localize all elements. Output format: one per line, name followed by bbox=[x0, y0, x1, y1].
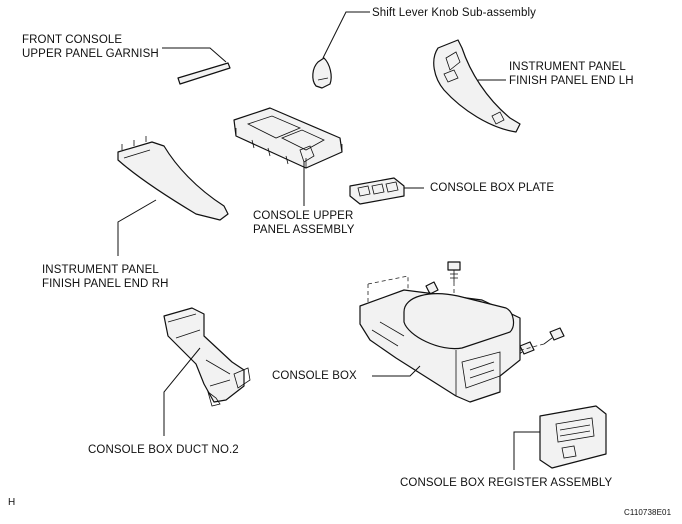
mounting-screws bbox=[423, 261, 565, 359]
label-line: PANEL ASSEMBLY bbox=[253, 224, 355, 236]
label-line: INSTRUMENT PANEL bbox=[509, 61, 626, 73]
finish-panel-end-lh-part bbox=[433, 39, 521, 133]
shift-knob-part bbox=[312, 11, 370, 89]
corner-letter: H bbox=[8, 497, 16, 508]
label-line: CONSOLE UPPER bbox=[253, 210, 354, 222]
label-line: FRONT CONSOLE bbox=[22, 34, 123, 46]
label-shift-knob: Shift Lever Knob Sub-assembly bbox=[372, 7, 536, 19]
console-box-duct-part bbox=[163, 307, 251, 436]
label-line: FINISH PANEL END RH bbox=[42, 278, 169, 290]
console-box-part bbox=[359, 289, 521, 403]
label-console-box: CONSOLE BOX bbox=[272, 370, 357, 382]
label-console-box-register: CONSOLE BOX REGISTER ASSEMBLY bbox=[400, 477, 613, 489]
label-console-box-duct: CONSOLE BOX DUCT NO.2 bbox=[88, 444, 239, 456]
label-inst-panel-rh: INSTRUMENT PANEL FINISH PANEL END RH bbox=[42, 263, 169, 291]
console-box-register-part bbox=[513, 405, 607, 470]
label-console-upper-panel: CONSOLE UPPER PANEL ASSEMBLY bbox=[253, 209, 355, 237]
label-inst-panel-lh: INSTRUMENT PANEL FINISH PANEL END LH bbox=[509, 60, 634, 88]
console-box-plate-part bbox=[349, 177, 424, 205]
label-line: INSTRUMENT PANEL bbox=[42, 264, 159, 276]
label-console-box-plate: CONSOLE BOX PLATE bbox=[430, 182, 555, 194]
finish-panel-end-rh-part bbox=[117, 136, 229, 256]
label-line: UPPER PANEL GARNISH bbox=[22, 48, 159, 60]
figure-code: C110738E01 bbox=[624, 508, 672, 517]
label-line: FINISH PANEL END LH bbox=[509, 75, 634, 87]
label-front-console-garnish: FRONT CONSOLE UPPER PANEL GARNISH bbox=[22, 33, 159, 61]
console-upper-panel-part bbox=[233, 107, 343, 206]
front-console-garnish-part bbox=[162, 47, 231, 85]
